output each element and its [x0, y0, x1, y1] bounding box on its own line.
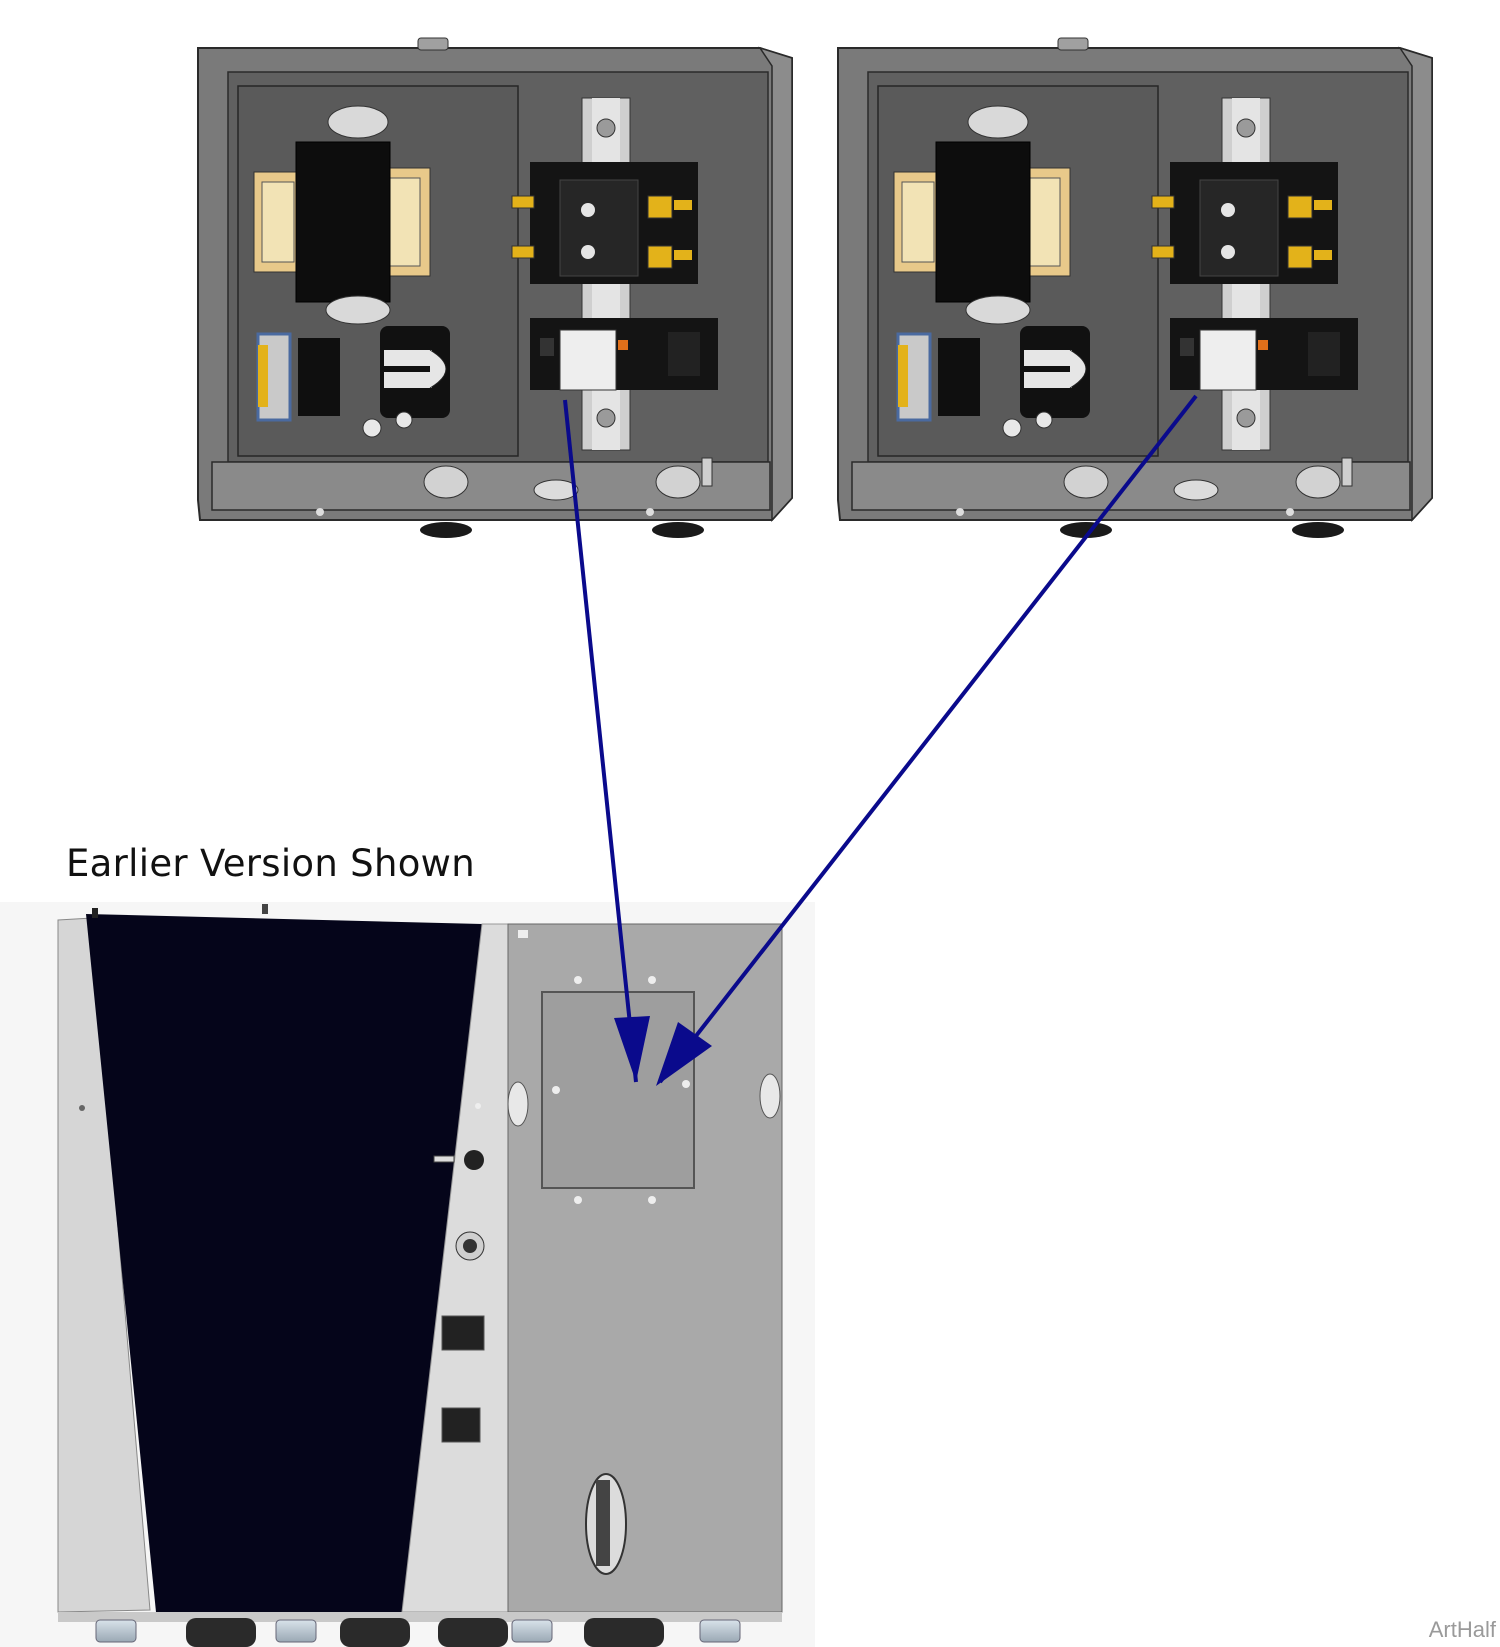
casters [186, 1618, 664, 1647]
contactor [511, 162, 698, 284]
fuse-holder [256, 332, 340, 422]
transformer [253, 105, 431, 325]
terminal-connector [362, 326, 450, 438]
leveling-feet [95, 1619, 741, 1643]
arrowhead-right [656, 1022, 712, 1086]
cabinet-earlier-version [0, 902, 815, 1647]
relay-right [1170, 318, 1358, 391]
contactor-right [1151, 162, 1338, 284]
caption-earlier-version: Earlier Version Shown [66, 842, 475, 885]
transformer-right [893, 105, 1071, 325]
arrow-right-relay-to-cabinet [658, 394, 1198, 1084]
arrow-left-relay-to-cabinet [563, 399, 638, 1083]
terminal-connector-right [1002, 326, 1090, 438]
art-credit: ArtHalf [1428, 1617, 1496, 1642]
electrical-panel-left [197, 37, 793, 538]
pointer-arrows [563, 394, 1198, 1086]
arrowhead-left [614, 1016, 650, 1082]
electrical-panel-right [837, 37, 1433, 538]
relay-left [530, 318, 718, 391]
fuse-holder-right [896, 332, 980, 422]
